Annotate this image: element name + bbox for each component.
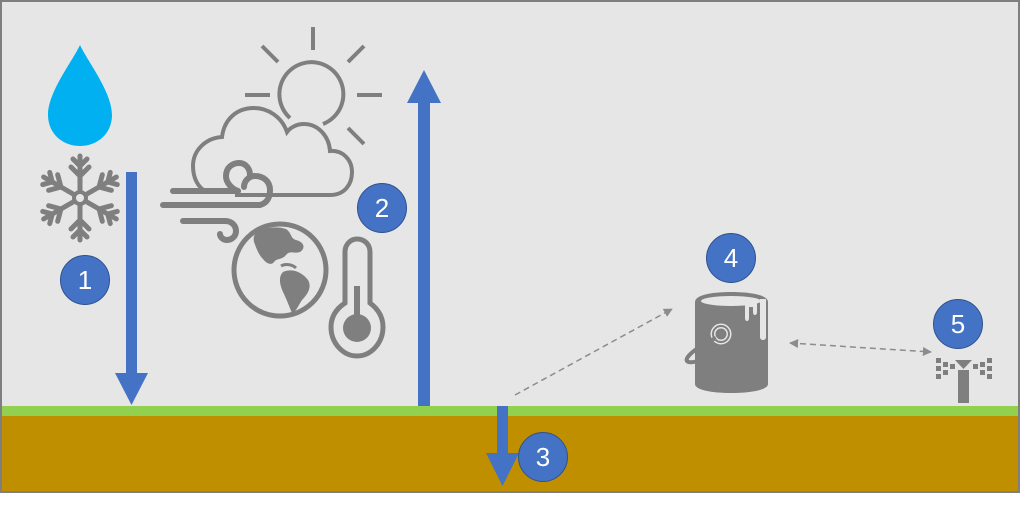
cloud-icon [190, 105, 355, 197]
soil-to-bucket-connector [514, 308, 673, 396]
grass-surface [2, 406, 1018, 416]
badge-1: 1 [60, 255, 110, 305]
bucket-sprinkler-connector [789, 339, 932, 356]
thermometer-icon [328, 236, 386, 359]
globe-icon [231, 221, 329, 319]
sprinkler-icon [936, 358, 992, 403]
badge-5: 5 [933, 299, 983, 349]
sun-icon [245, 27, 382, 146]
precipitation-arrow [115, 172, 148, 405]
badge-2: 2 [357, 183, 407, 233]
snowflake-icon [39, 153, 121, 240]
badge-3: 3 [518, 432, 568, 482]
diagram-canvas [0, 0, 1020, 493]
badge-4: 4 [706, 233, 756, 283]
wind-icon [160, 159, 274, 244]
water-drop-icon [48, 45, 112, 146]
evapotranspiration-arrow [407, 70, 441, 406]
paint-bucket-icon [684, 292, 768, 393]
percolation-arrow [486, 406, 519, 486]
